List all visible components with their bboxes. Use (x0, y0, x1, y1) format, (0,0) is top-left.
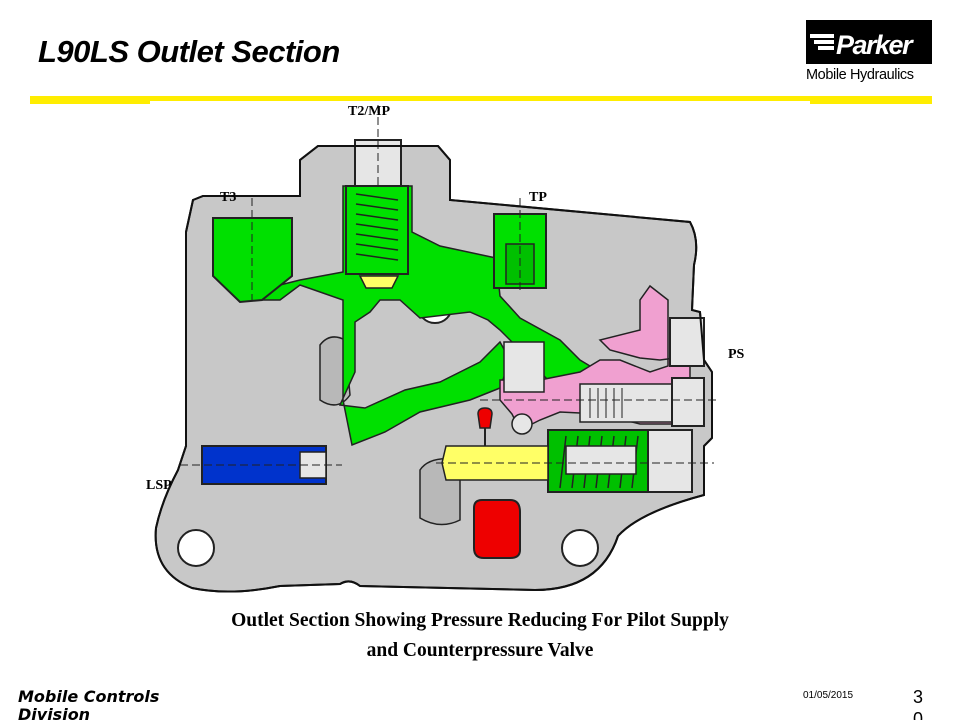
pilot-oil-passage (238, 185, 601, 447)
ps-port-plug (669, 317, 705, 367)
ps-spool (579, 383, 673, 423)
parker-logo-mark: Parker (806, 20, 932, 64)
footer-division: Mobile Controls Division (18, 688, 159, 720)
label-ps: PS (728, 347, 745, 362)
caption-line-2: and Counterpressure Valve (366, 640, 594, 661)
figure-caption: Outlet Section Showing Pressure Reducing… (130, 606, 830, 666)
check-valve-body (503, 341, 545, 393)
label-tp: TP (529, 190, 547, 205)
footer-division-line2: Division (18, 705, 91, 720)
label-lsp: LSP (146, 478, 172, 493)
housing-bore-left (177, 529, 215, 567)
counterpressure-piston (565, 445, 637, 475)
footer-date: 01/05/2015 (803, 690, 854, 701)
caption-line-1: Outlet Section Showing Pressure Reducing… (231, 610, 729, 631)
logo-wordmark: Parker (836, 30, 914, 60)
outlet-section-diagram (154, 105, 716, 593)
check-ball (511, 413, 533, 435)
counterpressure-spool (441, 445, 549, 481)
parker-logo: Parker Mobile Hydraulics (806, 20, 932, 86)
page-number: 30 (913, 687, 924, 720)
small-red-passage (477, 407, 493, 429)
t2-poppet (358, 275, 400, 289)
header-rule-gap (150, 101, 810, 105)
header-rule (30, 96, 932, 104)
t2-spring (355, 193, 399, 261)
page-title: L90LS Outlet Section (38, 34, 340, 69)
label-t2-mp: T2/MP (348, 104, 390, 119)
t2-spring-chamber (345, 185, 409, 275)
ps-end-plug (671, 377, 705, 427)
footer-division-line1: Mobile Controls (18, 687, 160, 706)
ps-spring (589, 388, 623, 418)
logo-subtitle: Mobile Hydraulics (806, 67, 914, 83)
counterpressure-end-plug (647, 429, 693, 493)
label-t3: T3 (220, 190, 237, 205)
red-passage (473, 499, 521, 559)
valve-housing-outline (154, 145, 713, 593)
housing-bore-right (561, 529, 599, 567)
